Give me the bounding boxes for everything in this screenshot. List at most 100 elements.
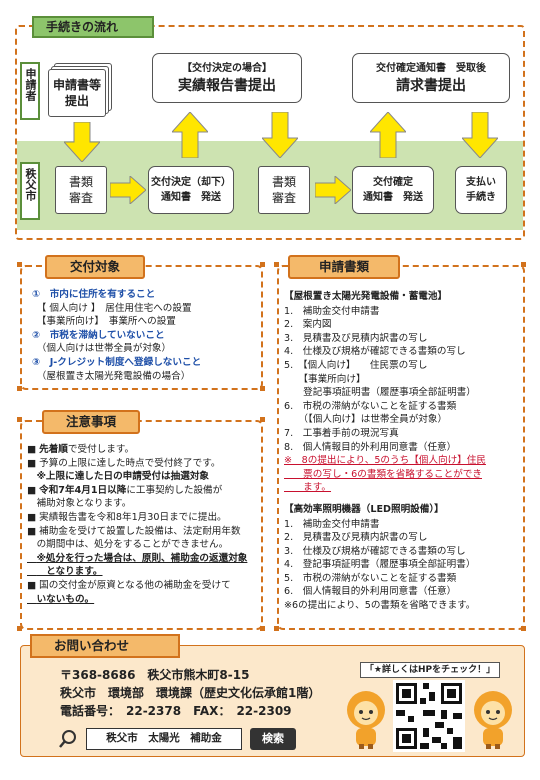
target-list: ① 市内に住所を有すること 【 個人向け 】 居住用住宅への設置 【事業所向け】… <box>32 288 201 383</box>
grant-decision-box: 交付決定（却下） 通知書 発送 <box>148 166 234 214</box>
docs-item: 2. 見積書及び見積内訳書の写し <box>284 532 428 544</box>
contact-dept: 秩父市 環境部 環境課（歴史文化伝承館1階） <box>60 686 321 700</box>
claim-box: 交付確定通知書 受取後 請求書提出 <box>352 53 510 103</box>
note-line: ■ 国の交付金が原資となる他の補助金を受けて <box>27 579 231 591</box>
note-line: ■ 補助金を受けて設置した設備は、法定耐用年数 <box>27 525 241 537</box>
arrow-right-icon <box>110 176 146 204</box>
docs-led-heading: 【高効率照明機器（LED照明設備）】 <box>284 503 444 515</box>
confirm-notice-line1: 交付確定 <box>373 177 413 188</box>
contact-phone: 電話番号： 22-2378 FAX： 22-2309 <box>60 704 292 718</box>
docs-item: 3. 見積書及び見積内訳書の写し <box>284 332 428 344</box>
docs-item: 6. 個人情報目的外利用同意書（任意） <box>284 586 457 598</box>
payment-line2: 手続き <box>466 192 496 203</box>
target-item: ③ J-クレジット制度へ登録しないこと <box>32 356 202 368</box>
docs-solar-heading: 【屋根置き太陽光発電設備・蓄電池】 <box>284 291 448 302</box>
flow-title: 手続きの流れ <box>32 16 154 38</box>
target-item: （個人向けは世帯全員が対象） <box>32 343 172 355</box>
docs-item: 8. 個人情報目的外利用同意書（任意） <box>284 441 457 453</box>
result-report-title: 実績報告書提出 <box>178 77 276 94</box>
confirm-notice-line2: 通知書 発送 <box>363 192 423 203</box>
apply-docs-line2: 提出 <box>64 94 89 108</box>
docs-item: 4. 登記事項証明書（履歴事項全部証明書） <box>284 559 476 571</box>
review-1-line2: 審査 <box>68 191 93 205</box>
review-box-1: 書類 審査 <box>55 166 107 214</box>
search-icon <box>59 730 76 748</box>
review-box-2: 書類 審査 <box>258 166 310 214</box>
target-panel <box>20 265 263 390</box>
notes-title: 注意事項 <box>42 410 140 434</box>
contact-address: 〒368-8686 秩父市熊木町8-15 <box>60 668 250 682</box>
qr-code-icon[interactable] <box>393 680 465 752</box>
mascot-left-icon <box>347 691 385 749</box>
city-tab-label: 秩父市 <box>24 168 37 201</box>
arrow-up-icon <box>370 112 406 158</box>
search-button[interactable]: 検索 <box>250 728 296 750</box>
note-line: ■ 実績報告書を令和8年1月30日までに提出。 <box>27 511 227 523</box>
note-line: ※上限に達した日の申請受付は抽選対象 <box>36 471 210 483</box>
target-item: 【事業所向け】 事業所への設置 <box>32 316 176 328</box>
arrow-down-icon <box>462 112 498 158</box>
review-2-line1: 書類 <box>271 175 296 189</box>
note-line: ■ 予算の上限に達した時点で受付終了です。 <box>27 457 221 469</box>
arrow-down-icon <box>64 122 100 162</box>
result-report-note: 【交付決定の場合】 <box>182 62 272 74</box>
docs-item: 1. 補助金交付申請書 <box>284 305 380 317</box>
docs-item: 登記事項証明書（履歴事項全部証明書） <box>284 387 476 399</box>
flow-frame <box>15 25 525 240</box>
search-input[interactable]: 秩父市 太陽光 補助金 <box>86 728 242 750</box>
docs-item: 票の写し・6の書類を省略することができ <box>284 468 482 480</box>
note-line: の期間中は、処分をすることができません。 <box>36 539 229 551</box>
notes-panel <box>20 420 263 630</box>
result-report-box: 【交付決定の場合】 実績報告書提出 <box>152 53 302 103</box>
contact-title: お問い合わせ <box>30 634 180 658</box>
review-1-line1: 書類 <box>68 175 93 189</box>
applicant-tab-label: 申請者 <box>24 68 37 101</box>
mascot-right-icon <box>474 691 512 749</box>
apply-docs-box: 申請書等 提出 <box>48 69 106 117</box>
payment-line1: 支払い <box>466 177 496 188</box>
city-tab: 秩父市 <box>20 162 40 220</box>
target-title: 交付対象 <box>45 255 145 279</box>
payment-box: 支払い 手続き <box>455 166 507 214</box>
arrow-right-icon <box>315 176 351 204</box>
applicant-tab: 申請者 <box>20 62 40 120</box>
note-line: となります。 <box>36 566 103 578</box>
note-line: 補助対象となります。 <box>36 498 132 510</box>
note-line: ■ 先着順で受付します。 <box>27 444 135 455</box>
note-line: いないもの。 <box>36 593 95 605</box>
docs-item: 3. 仕様及び規格が確認できる書類の写し <box>284 545 466 557</box>
grant-decision-line2: 通知書 発送 <box>161 192 221 203</box>
notes-list: ■ 先着順で受付します。 ■ 予算の上限に達した時点で受付終了です。 ※上限に達… <box>27 443 247 606</box>
claim-note: 交付確定通知書 受取後 <box>376 62 486 74</box>
target-item: ② 市税を滞納していないこと <box>32 329 165 341</box>
arrow-up-icon <box>172 112 208 158</box>
target-item: （屋根置き太陽光発電設備の場合） <box>32 370 191 382</box>
contact-info: 〒368-8686 秩父市熊木町8-15 秩父市 環境部 環境課（歴史文化伝承館… <box>60 666 320 720</box>
apply-docs-line1: 申請書等 <box>52 78 101 92</box>
claim-title: 請求書提出 <box>396 77 466 94</box>
docs-item: 2. 案内図 <box>284 319 332 331</box>
documents-icon: 申請書等 提出 <box>48 63 112 118</box>
docs-item: 1. 補助金交付申請書 <box>284 518 380 530</box>
arrow-down-icon <box>262 112 298 158</box>
docs-list: 【屋根置き太陽光発電設備・蓄電池】 1. 補助金交付申請書 2. 案内図 3. … <box>284 290 486 613</box>
target-item: ① 市内に住所を有すること <box>32 289 156 300</box>
docs-item: 6. 市税の滞納がないことを証する書類 <box>284 400 457 412</box>
grant-decision-line1: 交付決定（却下） <box>151 177 231 188</box>
docs-item: 5. 【個人向け】 住民票の写し <box>284 359 428 371</box>
note-line: ■ 令和7年4月1日以降に工事契約した設備が <box>27 484 223 496</box>
docs-item: ます。 <box>284 482 332 494</box>
docs-item: ※6の提出により、5の書類を省略できます。 <box>284 600 476 612</box>
target-item: 【 個人向け 】 居住用住宅への設置 <box>32 302 192 314</box>
docs-panel <box>277 265 525 630</box>
docs-item: 4. 仕様及び規格が確認できる書類の写し <box>284 346 466 358</box>
docs-item: 7. 工事着手前の現況写真 <box>284 427 399 439</box>
confirm-notice-box: 交付確定 通知書 発送 <box>352 166 434 214</box>
review-2-line2: 審査 <box>271 191 296 205</box>
note-line: ※処分を行った場合は、原則、補助金の返還対象 <box>36 552 248 564</box>
docs-title: 申請書類 <box>288 255 400 279</box>
hp-check-label: 「★詳しくはHPをチェック！」 <box>360 662 500 678</box>
docs-item: ※ 8の提出により、5のうち【個人向け】住民 <box>284 455 486 467</box>
docs-item: 【事業所向け】 <box>284 373 366 385</box>
docs-item: （【個人向け】は世帯全員が対象） <box>284 414 448 426</box>
